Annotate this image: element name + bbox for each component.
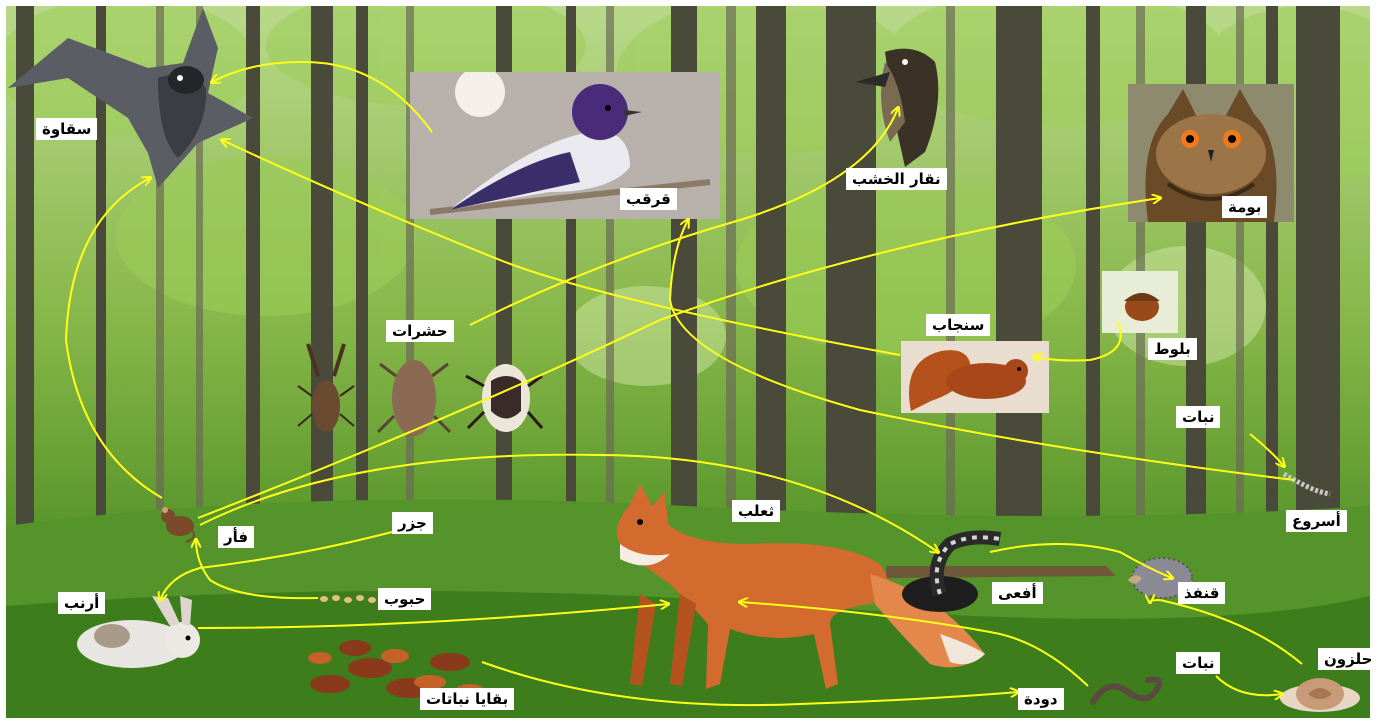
label-hedgehog: قنفذ [1178, 582, 1225, 604]
label-caterpillar: أسروع [1286, 510, 1347, 532]
label-rabbit: أرنب [58, 592, 105, 614]
label-insects: حشرات [386, 320, 454, 342]
label-woodpecker: نقار الخشب [846, 168, 947, 190]
worm-icon [1088, 672, 1168, 712]
label-plant-right: نبات [1176, 406, 1220, 428]
caterpillar-icon [1282, 468, 1332, 498]
mouse-icon [156, 500, 200, 544]
label-mouse: فأر [218, 526, 254, 548]
woodpecker-icon [845, 42, 950, 167]
label-starling: قرقب [620, 188, 677, 210]
seeds-icon [318, 592, 378, 606]
label-worm: دودة [1018, 688, 1064, 710]
owl-photo [1128, 84, 1294, 222]
label-acorn: بلوط [1148, 338, 1197, 360]
label-squirrel: سنجاب [926, 314, 990, 336]
label-seeds: حبوب [378, 588, 431, 610]
acorn-photo [1102, 271, 1178, 333]
beetle-icon [296, 336, 544, 446]
label-falcon: سقاوة [36, 118, 97, 140]
snail-icon [1274, 668, 1366, 714]
label-owl: بومة [1222, 196, 1267, 218]
falcon-icon [8, 8, 253, 188]
label-plant-bottom: نبات [1176, 652, 1220, 674]
label-plant-remains: بقايا نباتات [420, 688, 514, 710]
label-carrot: جزر [392, 512, 433, 534]
label-snail: حلزون [1318, 648, 1378, 670]
label-viper: أفعى [992, 582, 1043, 604]
label-fox: ثعلب [732, 500, 780, 522]
squirrel-photo [901, 341, 1049, 413]
